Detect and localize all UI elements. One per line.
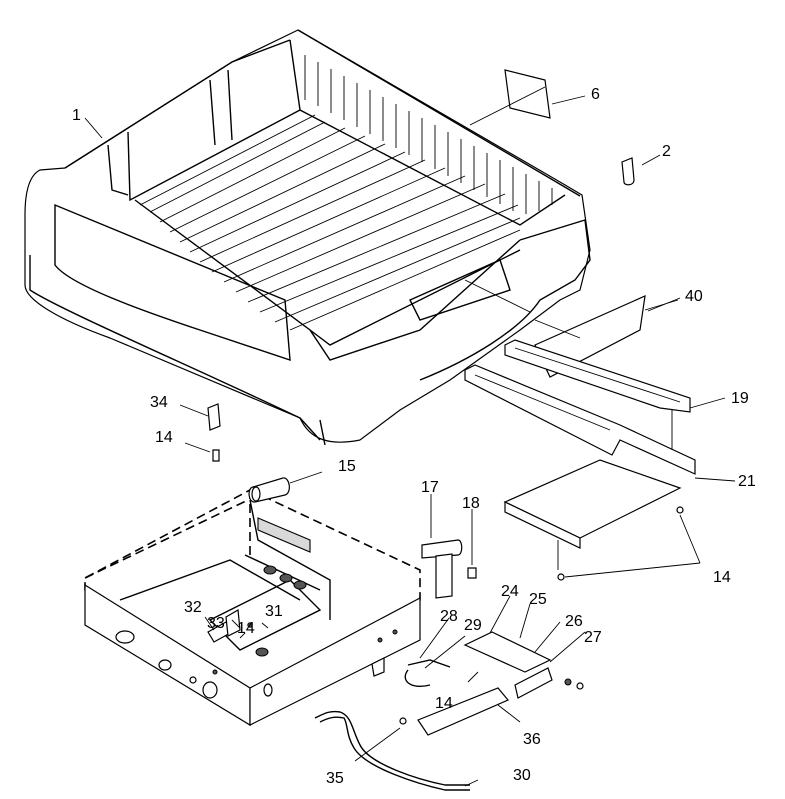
callout-33: 33: [207, 615, 225, 632]
callout-24: 24: [501, 583, 519, 600]
callout-25: 25: [529, 591, 547, 608]
part-24-latch-plate: [463, 631, 552, 673]
callout-14: 14: [155, 429, 173, 446]
part-21-rail: [464, 364, 696, 475]
callout-14: 14: [713, 569, 731, 586]
part-6-pad: [504, 69, 551, 119]
callout-34: 34: [150, 394, 168, 411]
callout-36: 36: [523, 731, 541, 748]
callout-2: 2: [662, 143, 671, 160]
callout-35: 35: [326, 770, 344, 787]
callout-14: 14: [237, 620, 255, 637]
part-29-cable: [404, 659, 451, 687]
part-21-panel: [503, 459, 682, 539]
callout-40: 40: [685, 288, 703, 305]
part-34-bracket: [207, 403, 221, 431]
callout-32: 32: [184, 599, 202, 616]
callout-31: 31: [265, 603, 283, 620]
callout-19: 19: [731, 390, 749, 407]
callout-29: 29: [464, 617, 482, 634]
part-36-strip: [417, 687, 509, 736]
cargo-bed: [24, 29, 591, 446]
callout-18: 18: [462, 495, 480, 512]
callout-28: 28: [440, 608, 458, 625]
callout-14: 14: [435, 695, 453, 712]
part-19-rail: [504, 339, 691, 413]
callout-21: 21: [738, 473, 756, 490]
part-14-screw: [212, 449, 220, 462]
part-18-screw: [467, 567, 477, 579]
callout-1: 1: [72, 107, 81, 124]
callout-26: 26: [565, 613, 583, 630]
callout-6: 6: [591, 86, 600, 103]
callout-labels: 1 2 6 40 19 21 34 14 15 17 18 14 24 25 2…: [72, 86, 756, 787]
callout-27: 27: [584, 629, 602, 646]
part-2-plug: [621, 157, 635, 186]
frame-assembly: [84, 477, 421, 727]
part-30-rod: [314, 710, 470, 786]
callout-15: 15: [338, 458, 356, 475]
callout-17: 17: [421, 479, 439, 496]
callout-30: 30: [513, 767, 531, 784]
